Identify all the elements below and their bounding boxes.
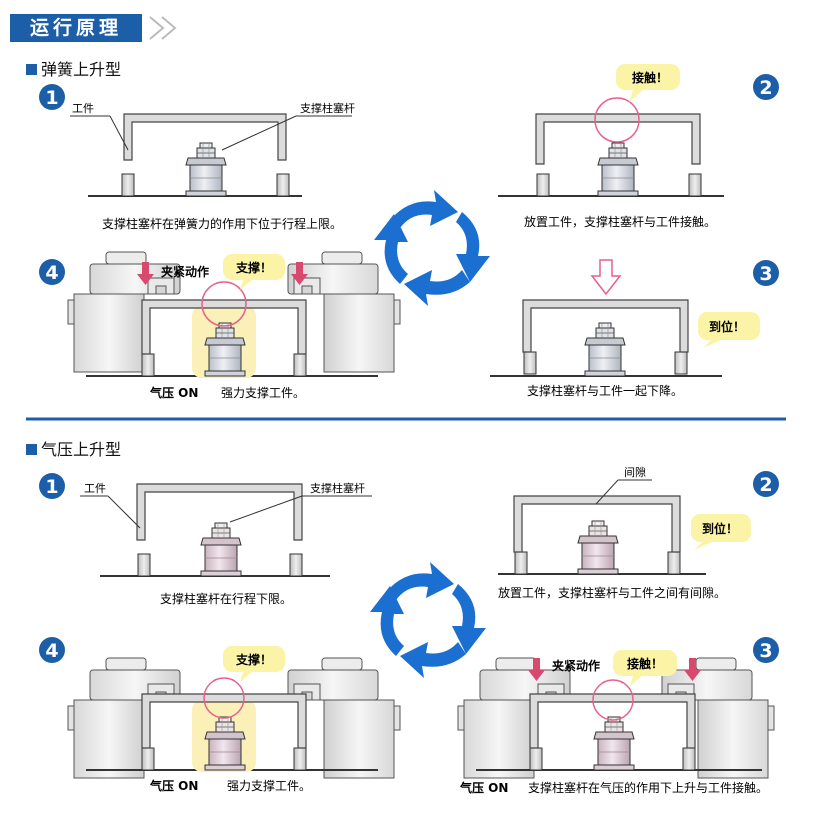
cycle-arrows-icon [370,562,486,678]
air-on-label: 气压 ON [149,778,198,793]
air-step-1: 1 工件 支撑柱塞杆 支撑柱塞杆在行程下限。 [39,473,372,606]
cycle-arrows-icon [374,190,490,306]
step-caption: 支撑柱塞杆在气压的作用下上升与工件接触。 [528,780,768,795]
step-caption: 强力支撑工件。 [221,385,305,400]
air-step-3: 3 夹紧动作 接触！ 气压 ON 支撑柱塞杆在气压的作用下上升与工件接触。 [457,637,779,795]
step-number: 1 [45,476,58,498]
contact-highlight [594,97,640,143]
step-caption: 强力支撑工件。 [227,778,311,793]
clamp-label: 夹紧动作 [552,658,600,673]
label-rod: 支撑柱塞杆 [300,101,355,115]
square-bullet-icon [26,444,37,455]
workpiece [123,113,287,161]
section-heading-air: 气压上升型 [26,436,121,460]
workpiece [136,483,303,541]
step-caption: 支撑柱塞杆在弹簧力的作用下位于行程上限。 [102,216,342,231]
step-number: 2 [759,77,772,99]
speech-bubble [616,64,680,102]
step-number: 1 [45,87,58,109]
clamp-label: 夹紧动作 [161,264,209,279]
bubble-text: 支撑！ [235,652,272,667]
clamp-arrow-icon [291,262,308,285]
step-caption: 支撑柱塞杆在行程下限。 [160,591,292,606]
air-step-2: 2 间隙 到位！ 放置工件，支撑柱塞杆与工件之间有间隙。 [498,465,779,600]
bubble-text: 到位！ [702,521,738,536]
speech-bubble [223,254,285,290]
step-number-badge [39,637,65,663]
label-gap: 间隙 [624,465,646,479]
air-on-label: 气压 ON [459,780,508,795]
workpiece [513,495,681,553]
workpiece [141,693,307,749]
workpiece [522,299,689,353]
section-title: 气压上升型 [41,440,122,459]
bubble-text: 到位！ [709,319,745,334]
double-chevron-icon [149,16,177,40]
spring-step-4: 4 夹紧动作 支撑！ 气压 ON 强力支撑工件。 [39,251,401,400]
label-workpiece: 工件 [72,102,94,115]
clamp-arrow-icon [528,658,545,681]
section-title: 弹簧上升型 [41,60,122,79]
step-number-badge [39,473,65,499]
step-caption: 放置工件，支撑柱塞杆与工件之间有间隙。 [498,585,726,600]
step-caption: 支撑柱塞杆与工件一起下降。 [527,383,683,398]
bubble-text: 接触！ [627,656,663,671]
step-number-badge [753,471,779,497]
contact-highlight [203,677,245,719]
workpiece [535,113,701,165]
step-number-badge [753,74,779,100]
page-title: 运行原理 [10,14,142,42]
step-number: 3 [759,263,772,285]
section-heading-spring: 弹簧上升型 [26,56,121,80]
contact-highlight [201,281,247,327]
label-rod: 支撑柱塞杆 [310,481,365,495]
step-number-badge [39,84,65,110]
clamp-arrow-icon [684,658,701,681]
bubble-text: 支撑！ [235,260,272,275]
step-number: 2 [759,474,772,496]
step-number-badge [753,260,779,286]
air-on-label: 气压 ON [149,385,198,400]
contact-highlight [592,679,634,721]
square-bullet-icon [26,64,37,75]
down-arrow-icon [590,259,622,296]
speech-bubble [223,646,285,682]
air-step-4: 4 支撑！ 气压 ON 强力支撑工件。 [39,637,401,793]
step-number: 3 [759,640,772,662]
step-number: 4 [45,640,58,662]
clamp-arrow-icon [137,262,154,285]
step-number-badge [39,259,65,285]
workpiece [529,693,696,749]
label-workpiece: 工件 [84,482,106,495]
spring-step-1: 1 工件 支撑柱塞杆 支撑柱塞杆在弹簧力的作用下位于行程上限。 [39,84,355,231]
bubble-text: 接触！ [632,70,668,85]
workpiece [141,299,307,355]
speech-bubble [613,650,677,686]
step-caption: 放置工件，支撑柱塞杆与工件接触。 [524,214,716,229]
step-number-badge [753,637,779,663]
speech-bubble [691,514,751,550]
spring-step-3: 3 到位！ 支撑柱塞杆与工件一起下降。 [490,259,779,398]
step-number: 4 [45,262,58,284]
speech-bubble [698,312,760,348]
spring-step-2: 2 接触！ 放置工件，支撑柱塞杆与工件接触。 [498,64,779,229]
